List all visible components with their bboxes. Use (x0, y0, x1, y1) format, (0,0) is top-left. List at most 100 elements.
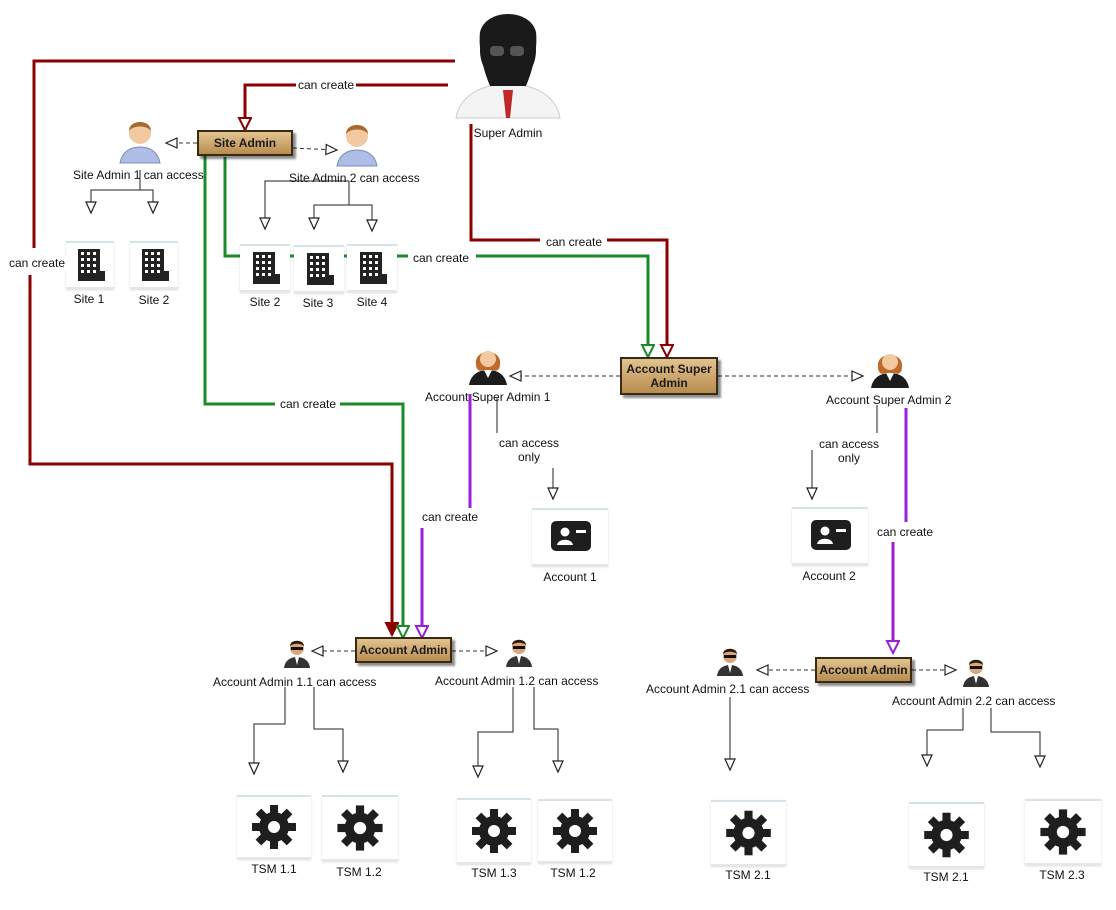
edge-label-can-create-purple-2: can create (876, 525, 935, 539)
account-super-admin-box[interactable]: Account Super Admin (620, 357, 718, 395)
tsm-1-2b-label: TSM 1.2 (550, 866, 596, 880)
can-access-only-2-text: can access only (818, 437, 880, 465)
account-2-label: Account 2 (802, 569, 856, 583)
edge-label-can-create-green-sites: can create (412, 251, 471, 265)
tsm-1-2b-tile[interactable] (538, 799, 612, 863)
super-admin-label: Super Admin (473, 126, 543, 140)
site-3-label: Site 3 (302, 296, 334, 310)
edge-sa2-site4 (349, 204, 378, 233)
site-2-label-b: Site 2 (249, 295, 281, 309)
account-admin-2-2-label: Account Admin 2.2 can access (892, 694, 1056, 708)
site-1-label: Site 1 (73, 292, 105, 306)
edge-aa22-tsm23 (990, 708, 1046, 769)
edge-site-admin-to-account-super-admin-2 (476, 254, 648, 357)
edge-label-can-create-green-left: can create (279, 397, 338, 411)
account-1-tile[interactable] (532, 508, 608, 566)
gear-icon (924, 812, 969, 858)
super-admin-node[interactable]: Super Admin (446, 2, 570, 152)
site-admin-2-node[interactable] (334, 118, 380, 168)
account-2-tile[interactable] (792, 507, 868, 565)
edge-super-to-account-admin-lower (28, 275, 392, 635)
edge-aa22-tsm21b (921, 708, 964, 768)
tsm-1-2-label: TSM 1.2 (336, 865, 382, 879)
edge-sa2-site2 (259, 180, 349, 231)
building-icon (142, 249, 169, 281)
edge-label-can-create-top: can create (296, 78, 357, 92)
tsm-1-2-tile[interactable] (322, 795, 398, 861)
site-admin-2-label: Site Admin 2 can access (289, 171, 420, 185)
user-icon (336, 125, 378, 167)
gear-icon (726, 810, 771, 856)
contact-card-icon (551, 521, 591, 551)
tsm-2-1b-label: TSM 2.1 (923, 870, 969, 884)
female-user-icon (871, 354, 909, 388)
tsm-1-3-tile[interactable] (457, 798, 531, 864)
account-1-label: Account 1 (543, 570, 597, 584)
edge-site-admin-to-account-admin (203, 153, 275, 406)
account-super-admin-1-node[interactable] (466, 342, 510, 386)
gear-icon (553, 809, 597, 853)
edge-aa12-tsm12b (533, 687, 564, 774)
edge-sa1-site2 (140, 189, 159, 215)
edge-label-can-create-mid-red: can create (545, 235, 604, 249)
site-4-label: Site 4 (356, 295, 388, 309)
site-2-label-a: Site 2 (138, 293, 170, 307)
red-create-edges (28, 59, 667, 635)
tsm-2-1-tile[interactable] (711, 800, 786, 866)
site-2-tile-b[interactable] (240, 244, 290, 292)
site-admin-box[interactable]: Site Admin (197, 130, 293, 156)
user-icon (119, 122, 161, 164)
edge-super-to-account-super-admin-2 (607, 238, 667, 357)
account-super-admin-2-label: Account Super Admin 2 (826, 393, 952, 407)
tsm-2-1b-tile[interactable] (909, 802, 984, 868)
purple-create-edges (422, 394, 908, 653)
account-admin-box-right[interactable]: Account Admin (815, 657, 912, 683)
site-admin-1-label: Site Admin 1 can access (73, 168, 204, 182)
tsm-2-3-tile[interactable] (1025, 799, 1101, 865)
site-admin-1-node[interactable] (117, 115, 163, 165)
account-admin-2-1-node[interactable] (716, 645, 744, 677)
edge-sa1-site1 (85, 170, 141, 215)
tsm-1-3-label: TSM 1.3 (471, 866, 517, 880)
edge-sa2-site3 (308, 181, 350, 231)
agent-user-icon (506, 639, 532, 667)
edge-super-to-account-admin (32, 59, 455, 248)
account-super-admin-1-label: Account Super Admin 1 (425, 390, 551, 404)
agent-user-icon (284, 640, 310, 668)
site-3-tile[interactable] (294, 245, 344, 293)
account-admin-1-2-node[interactable] (505, 636, 533, 668)
site-4-tile[interactable] (347, 244, 397, 292)
building-icon (307, 253, 334, 285)
tsm-1-1-tile[interactable] (237, 795, 311, 859)
super-admin-avatar-icon (455, 14, 561, 119)
account-super-admin-2-node[interactable] (868, 345, 912, 389)
edge-label-can-create-purple-1: can create (421, 510, 480, 524)
gear-icon (337, 805, 383, 851)
access-edges (85, 170, 1046, 779)
account-admin-1-1-label: Account Admin 1.1 can access (213, 675, 377, 689)
tsm-2-3-label: TSM 2.3 (1039, 868, 1085, 882)
edge-site-admin-to-account-admin-2 (340, 402, 403, 638)
building-icon (253, 252, 280, 284)
site-2-tile-a[interactable] (130, 241, 178, 289)
edge-site-admin-to-sa2 (292, 143, 339, 156)
account-admin-1-1-node[interactable] (283, 637, 311, 669)
edge-super-to-site-admin (245, 83, 448, 130)
account-admin-2-2-node[interactable] (962, 656, 990, 688)
account-admin-box-left[interactable]: Account Admin (355, 637, 452, 663)
building-icon (360, 252, 387, 284)
building-icon (78, 249, 105, 281)
edge-label-can-access-only-2: can access only (814, 437, 884, 465)
edge-label-can-access-only-1: can access only (494, 436, 564, 464)
can-access-only-1-text: can access only (498, 436, 560, 464)
account-admin-1-2-label: Account Admin 1.2 can access (435, 674, 599, 688)
edge-label-can-create-left: can create (8, 256, 67, 270)
agent-user-icon (717, 648, 743, 676)
dashed-edges (164, 137, 958, 676)
agent-user-icon (963, 659, 989, 687)
gear-icon (252, 805, 296, 849)
contact-card-icon (811, 520, 851, 550)
edge-aa11-tsm11 (248, 687, 286, 776)
site-1-tile[interactable] (66, 241, 114, 289)
